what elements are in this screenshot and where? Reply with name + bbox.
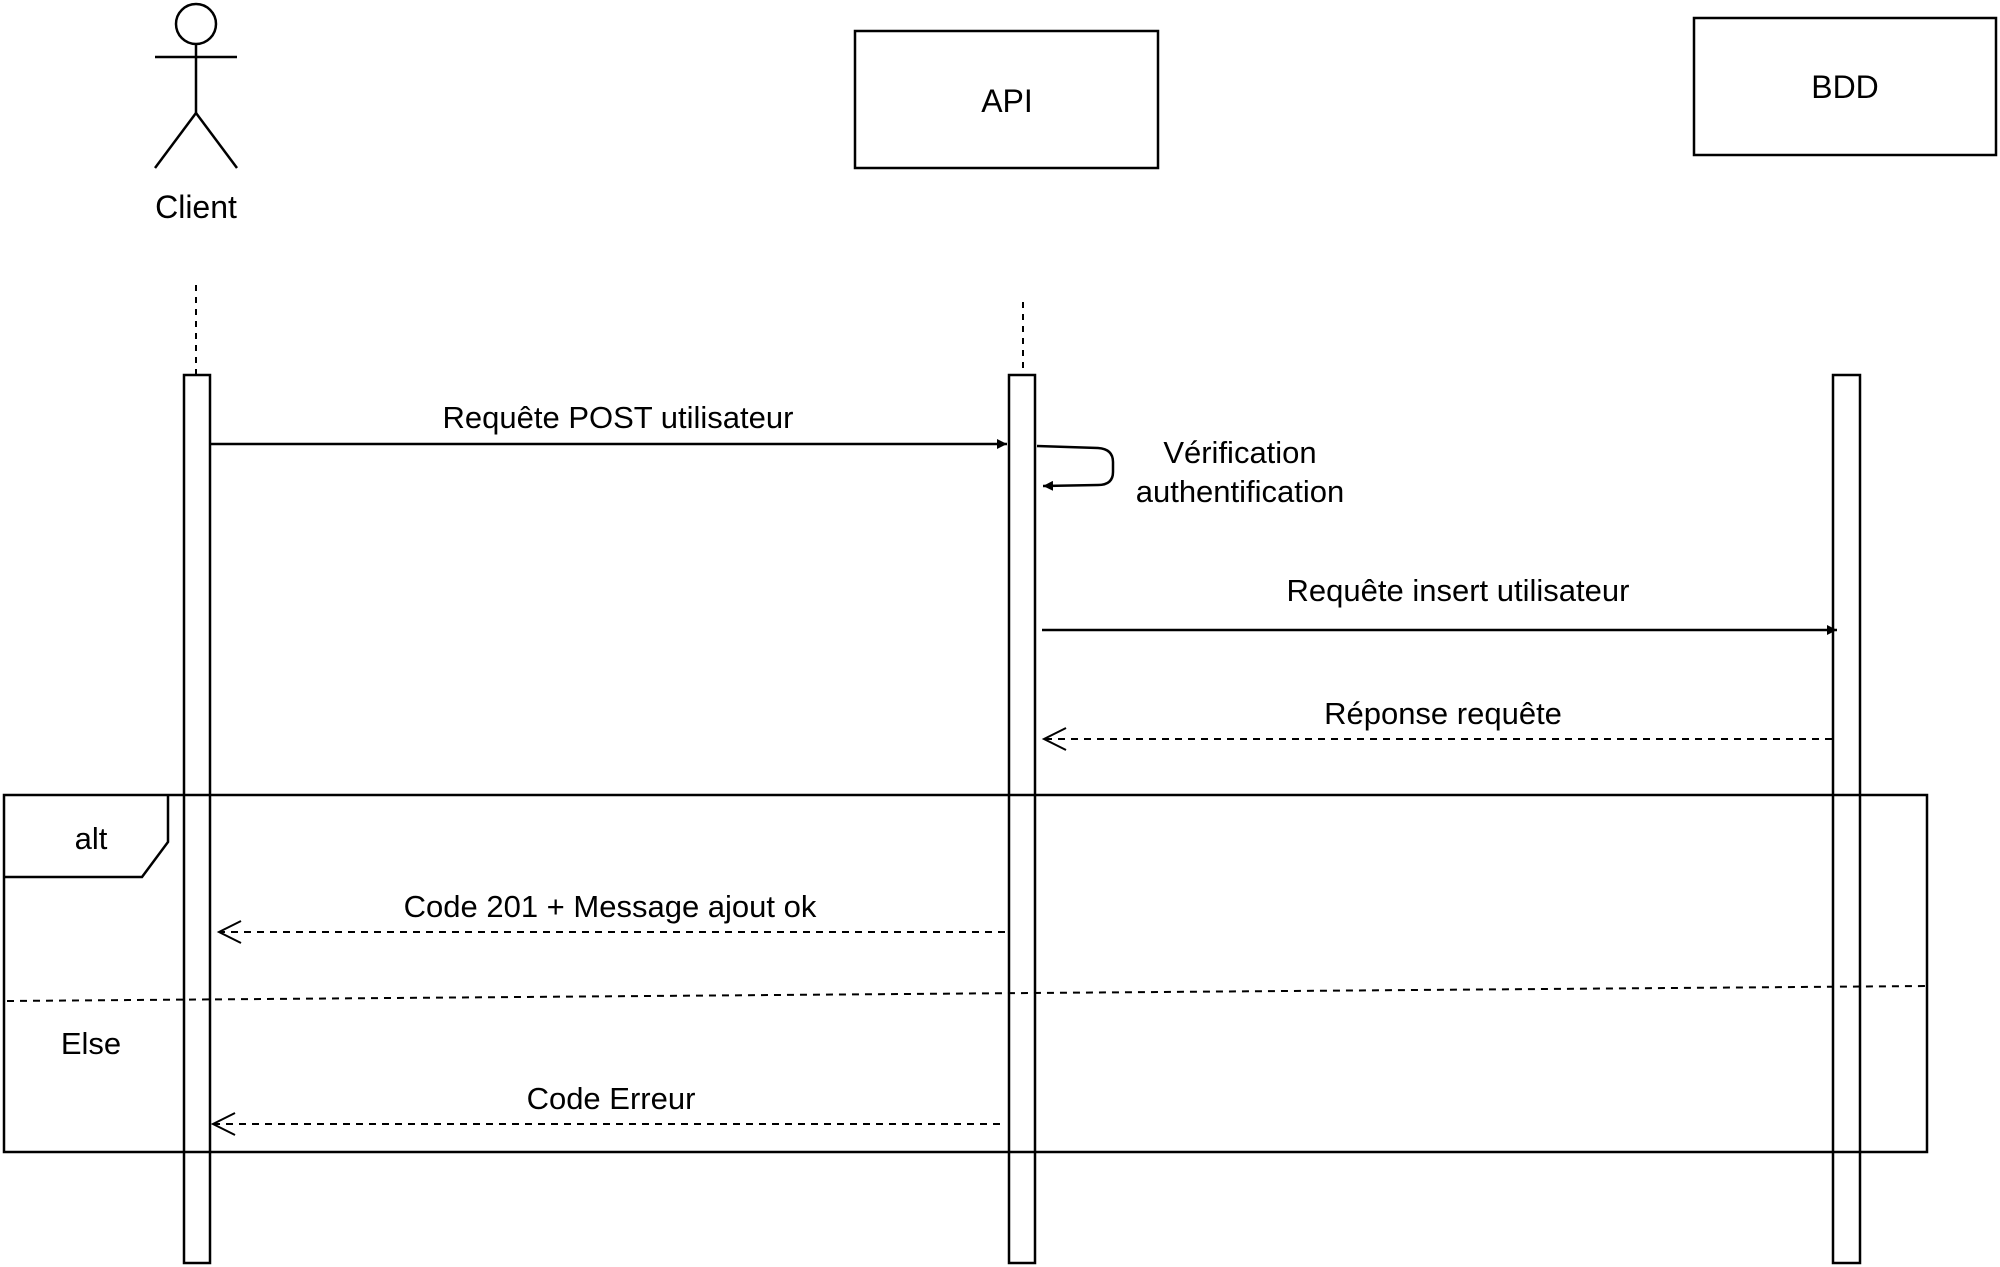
message-label-line2: authentification <box>1136 474 1345 509</box>
actor-stick-figure-icon <box>153 2 239 169</box>
message-label: Requête insert utilisateur <box>1287 573 1630 608</box>
message-insert-request[interactable]: Requête insert utilisateur <box>1042 573 1837 635</box>
bdd-participant[interactable]: BDD <box>1692 16 1998 157</box>
message-error-response[interactable]: Code Erreur <box>210 1081 1000 1136</box>
open-arrowhead-icon <box>210 1112 236 1136</box>
alt-fragment[interactable]: alt Else <box>2 793 1929 1154</box>
api-participant-box <box>853 29 1160 170</box>
api-participant[interactable]: API <box>853 29 1160 170</box>
fragment-operator-label: alt <box>75 821 108 856</box>
message-label: Réponse requête <box>1324 696 1562 731</box>
message-success-response[interactable]: Code 201 + Message ajout ok <box>216 889 1005 944</box>
client-label: Client <box>155 189 237 225</box>
client-activation-bar[interactable] <box>182 373 212 1265</box>
message-label-line1: Vérification <box>1163 435 1316 470</box>
fragment-operator-tab <box>4 795 170 879</box>
bdd-label: BDD <box>1811 69 1879 105</box>
message-auth-check[interactable]: Vérification authentification <box>1036 435 1345 509</box>
message-label: Code Erreur <box>527 1081 696 1116</box>
message-db-response[interactable]: Réponse requête <box>1041 696 1832 751</box>
open-arrowhead-icon <box>216 920 242 944</box>
fragment-frame <box>2 793 1929 1154</box>
fragment-else-separator <box>6 985 1928 1002</box>
self-call-arrow <box>1036 444 1115 491</box>
message-post-request[interactable]: Requête POST utilisateur <box>210 400 1007 449</box>
message-label: Requête POST utilisateur <box>443 400 794 435</box>
open-arrowhead-icon <box>1041 727 1067 751</box>
client-actor[interactable]: Client <box>153 2 239 225</box>
api-label: API <box>981 83 1033 119</box>
api-activation-bar[interactable] <box>1007 373 1037 1265</box>
bdd-participant-box <box>1692 16 1998 157</box>
fragment-else-label: Else <box>61 1026 121 1061</box>
message-label: Code 201 + Message ajout ok <box>404 889 817 924</box>
bdd-activation-bar[interactable] <box>1831 373 1862 1265</box>
